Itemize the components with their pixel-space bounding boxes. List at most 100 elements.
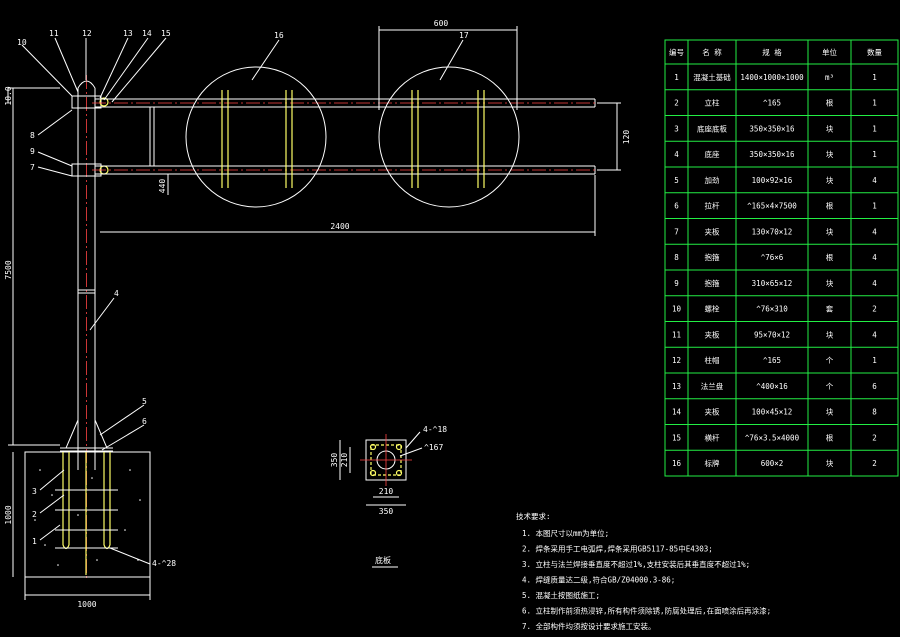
- bom-cell: 9: [674, 279, 679, 288]
- bom-cell: 4: [872, 176, 877, 185]
- dim-base-width: 1000: [77, 600, 96, 609]
- label-2: 2: [32, 510, 37, 519]
- bom-cell: 100×45×12: [752, 408, 793, 417]
- base-plate-pipe-label: ^167: [424, 443, 443, 452]
- label-14: 14: [142, 29, 152, 38]
- dim-2400: 2400: [330, 222, 349, 231]
- bom-cell: 混凝土基础: [693, 72, 731, 82]
- bom-header-cell: 规 格: [762, 47, 782, 57]
- bom-cell: 7: [674, 227, 679, 236]
- bom-cell: 个: [826, 356, 834, 365]
- note-line: 5. 混凝土按图纸施工;: [522, 590, 600, 600]
- bom-cell: 立柱: [705, 98, 720, 108]
- bom-cell: 1: [674, 73, 679, 82]
- dim-top: 10.0: [4, 86, 13, 105]
- label-3: 3: [32, 487, 37, 496]
- bom-cell: 横杆: [705, 432, 720, 442]
- bom-cell: 4: [872, 330, 877, 339]
- bom-cell: 加劲: [705, 175, 720, 185]
- note-line: 3. 立柱与法兰焊接垂直度不超过1%,支柱安装后其垂直度不超过1%;: [522, 559, 750, 569]
- bom-cell: 块: [826, 278, 834, 288]
- bom-cell: 5: [674, 176, 679, 185]
- bom-cell: ^76×6: [761, 253, 784, 262]
- bom-cell: 600×2: [761, 459, 784, 468]
- bom-cell: 2: [872, 305, 877, 314]
- bom-cell: 130×70×12: [752, 227, 793, 236]
- bom-cell: 10: [672, 305, 682, 314]
- bom-cell: 3: [674, 124, 679, 133]
- dimension-texts: 600 2400 120 440 10.0 7500 1000 1000: [4, 19, 631, 609]
- bom-cell: 柱帽: [705, 355, 720, 365]
- bom-cell: 4: [872, 253, 877, 262]
- bom-cell: 夹板: [705, 407, 720, 417]
- bom-cell: 块: [826, 149, 834, 159]
- bom-cell: 套: [826, 304, 834, 314]
- bom-cell: 1: [872, 202, 877, 211]
- bom-cell: 1: [872, 99, 877, 108]
- bom-cell: 底座: [705, 149, 720, 159]
- dim-base-height: 1000: [4, 505, 13, 524]
- sign-disc-right: [378, 66, 520, 208]
- bom-cell: ^400×16: [756, 382, 788, 391]
- bom-cell: 夹板: [705, 329, 720, 339]
- bom-cell: 2: [674, 99, 679, 108]
- base-plate-dim-inner-h: 210: [340, 453, 349, 468]
- label-6: 6: [142, 417, 147, 426]
- label-anchor-bolts: 4-^28: [152, 559, 176, 568]
- bom-cell: 1: [872, 73, 877, 82]
- base-plate-holes-label: 4-^18: [423, 425, 447, 434]
- bom-cell: 块: [826, 458, 834, 468]
- bom-cell: 根: [826, 201, 834, 211]
- bom-cell: 底座底板: [697, 123, 727, 133]
- pole: [60, 75, 113, 580]
- note-line: 2. 焊条采用手工电弧焊,焊条采用GB5117-85中E4303;: [522, 544, 713, 554]
- bom-cell: 350×350×16: [749, 124, 795, 133]
- bom-cell: 1: [872, 356, 877, 365]
- bom-cell: 11: [672, 330, 681, 339]
- bom-cell: 100×92×16: [752, 176, 793, 185]
- bom-cell: 15: [672, 433, 681, 442]
- label-12: 12: [82, 29, 92, 38]
- bom-cell: 16: [672, 459, 682, 468]
- clamps: [71, 95, 109, 177]
- notes-title: 技术要求:: [516, 511, 551, 521]
- bom-cell: 2: [872, 459, 877, 468]
- label-17: 17: [459, 31, 469, 40]
- label-5: 5: [142, 397, 147, 406]
- bom-cell: 12: [672, 356, 681, 365]
- label-9: 9: [30, 147, 35, 156]
- base-plate-dim-height: 350: [330, 453, 339, 468]
- bom-cell: 根: [826, 98, 834, 108]
- bom-cell: 法兰盘: [701, 381, 724, 391]
- bom-cell: 350×350×16: [749, 150, 795, 159]
- bom-cell: ^76×310: [756, 305, 788, 314]
- label-4: 4: [114, 289, 119, 298]
- note-line: 7. 全部构件均须按设计要求施工安装。: [522, 621, 656, 631]
- bom-cell: 螺栓: [705, 304, 720, 314]
- label-13: 13: [123, 29, 133, 38]
- arms: [92, 98, 600, 175]
- label-11: 11: [49, 29, 59, 38]
- label-8: 8: [30, 131, 35, 140]
- bom-cell: 1: [872, 150, 877, 159]
- bom-cell: 13: [672, 382, 681, 391]
- dim-120: 120: [622, 130, 631, 145]
- base-plate-caption: 底板: [375, 555, 391, 565]
- dim-600: 600: [434, 19, 449, 28]
- bom-cell: m³: [825, 73, 834, 82]
- bom-cell: 4: [872, 227, 877, 236]
- bom-cell: 块: [826, 407, 834, 417]
- label-16: 16: [274, 31, 284, 40]
- bom-header-cell: 编号: [669, 47, 684, 57]
- bom-cell: ^76×3.5×4000: [745, 433, 800, 442]
- bom-cell: 1: [872, 124, 877, 133]
- bom-cell: 块: [826, 175, 834, 185]
- bom-cell: 6: [872, 382, 877, 391]
- bom-cell: 根: [826, 432, 834, 442]
- bom-cell: 6: [674, 202, 679, 211]
- label-15: 15: [161, 29, 171, 38]
- dim-440: 440: [158, 179, 167, 194]
- note-line: 6. 立柱制作前须热浸锌,所有构件须除锈,防腐处理后,在面喷涂后再涂漆;: [522, 606, 771, 616]
